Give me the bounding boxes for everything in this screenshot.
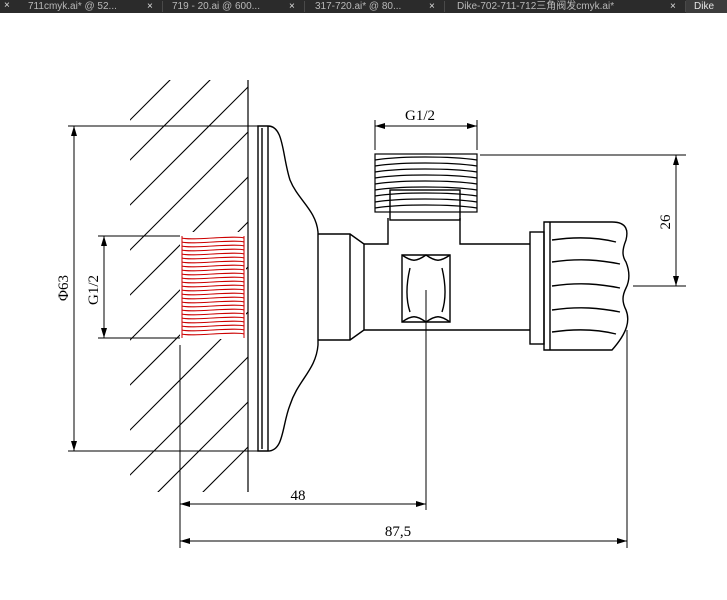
hex-nut: [401, 254, 451, 323]
thread-coil: [181, 316, 245, 320]
thread-coil: [181, 284, 245, 288]
document-tab-bar: × 711cmyk.ai* @ 52... × 719 - 20.ai @ 60…: [0, 0, 727, 13]
thread-coil: [181, 252, 245, 256]
overall-length-label: 87,5: [385, 524, 411, 540]
angle-valve-drawing: G1/2 26 Φ63 G1/2 48 87,5: [56, 80, 686, 548]
tab-close-icon[interactable]: ×: [289, 1, 295, 12]
thread-coil: [181, 308, 245, 312]
thread-coil: [181, 304, 245, 308]
thread-coil: [181, 268, 245, 272]
thread-coil: [181, 260, 245, 264]
tab-divider: [304, 1, 305, 12]
artboard: G1/2 26 Φ63 G1/2 48 87,5: [0, 13, 727, 595]
flange: [257, 125, 319, 452]
thread-coil: [181, 300, 245, 304]
tab-divider: [162, 1, 163, 12]
wall-thread-highlight: [181, 236, 245, 338]
thread-coil: [181, 248, 245, 252]
dimension-arrows: [71, 123, 679, 544]
thread-coil: [181, 292, 245, 296]
thread-coil: [181, 312, 245, 316]
document-tab-5[interactable]: Dike: [686, 0, 727, 13]
thread-coil: [181, 256, 245, 260]
outlet-offset-label: 48: [291, 488, 306, 504]
thread-coil: [181, 236, 245, 240]
height-label: 26: [658, 214, 674, 230]
tab-close-icon[interactable]: ×: [147, 1, 153, 12]
tab-label: 711cmyk.ai* @ 52...: [28, 1, 117, 12]
document-tab-2[interactable]: 719 - 20.ai @ 600... ×: [163, 0, 304, 13]
thread-coil: [181, 272, 245, 276]
thread-coil: [181, 332, 245, 336]
tab-close-icon[interactable]: ×: [429, 1, 435, 12]
tab-close-icon[interactable]: ×: [670, 1, 676, 12]
handle-knob: [543, 221, 630, 351]
wall-thread-lines: [181, 236, 245, 336]
tab-divider: [685, 1, 686, 12]
thread-coil: [181, 276, 245, 280]
tab-divider: [444, 1, 445, 12]
valve-body: [318, 189, 545, 345]
tab-label: Dike: [694, 1, 715, 12]
document-tab-1[interactable]: 711cmyk.ai* @ 52... ×: [14, 0, 162, 13]
thread-coil: [181, 320, 245, 324]
document-tab-4[interactable]: Dike-702-711-712三角阀发cmyk.ai* ×: [445, 0, 685, 13]
thread-coil: [181, 244, 245, 248]
thread-coil: [181, 280, 245, 284]
thread-coil: [181, 240, 245, 244]
thread-coil: [181, 324, 245, 328]
thread-coil: [181, 328, 245, 332]
wall-thread-label: G1/2: [86, 275, 102, 305]
thread-coil: [181, 264, 245, 268]
tab-label: 317-720.ai* @ 80...: [315, 1, 402, 12]
tab-label: 719 - 20.ai @ 600...: [172, 1, 260, 12]
flange-diameter-label: Φ63: [56, 275, 72, 301]
top-thread-label: G1/2: [405, 108, 435, 124]
close-icon[interactable]: ×: [4, 0, 10, 11]
thread-coil: [181, 296, 245, 300]
thread-coil: [181, 288, 245, 292]
dimension-lines: [68, 120, 686, 548]
document-tab-3[interactable]: 317-720.ai* @ 80... ×: [305, 0, 444, 13]
tab-label: Dike-702-711-712三角阀发cmyk.ai*: [457, 1, 615, 12]
outlet-thread: [374, 153, 478, 213]
